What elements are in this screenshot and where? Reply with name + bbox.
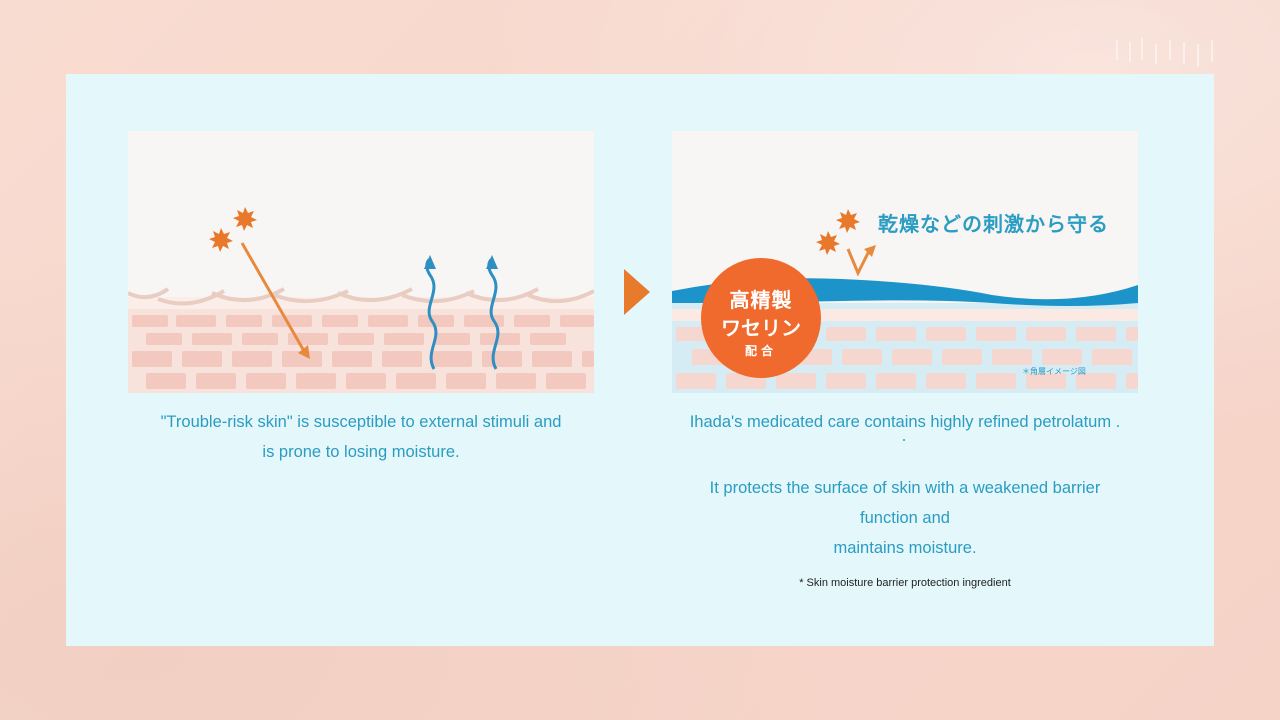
trouble-skin-illustration (128, 131, 594, 393)
right-caption-line-2: It protects the surface of skin with a w… (709, 479, 1101, 497)
right-heading-jp: 乾燥などの刺激から守る (878, 212, 1109, 236)
content-panel: 乾燥などの刺激から守る 高精製 ワセリン 配合 ＊角層イメージ図 "Troubl… (66, 74, 1214, 646)
caption-dot (903, 439, 905, 441)
left-caption-line-2: is prone to losing moisture. (262, 443, 460, 461)
triangle-arrow-icon (624, 269, 650, 315)
right-caption-detail: It protects the surface of skin with a w… (668, 473, 1142, 563)
badge-line-1: 高精製 (729, 288, 793, 312)
left-caption-line-1: "Trouble-risk skin" is susceptible to ex… (160, 413, 562, 431)
image-note-jp: ＊角層イメージ図 (1022, 367, 1086, 376)
right-caption-line-4: maintains moisture. (833, 539, 977, 557)
badge-line-2: ワセリン (721, 316, 801, 340)
badge-line-3: 配合 (744, 344, 777, 358)
petrolatum-badge: 高精製 ワセリン 配合 (701, 258, 821, 378)
right-caption-intro: Ihada's medicated care contains highly r… (689, 413, 1121, 431)
right-caption-line-3: function and (860, 509, 950, 527)
left-caption: "Trouble-risk skin" is susceptible to ex… (128, 407, 594, 467)
footnote: * Skin moisture barrier protection ingre… (799, 577, 1011, 589)
